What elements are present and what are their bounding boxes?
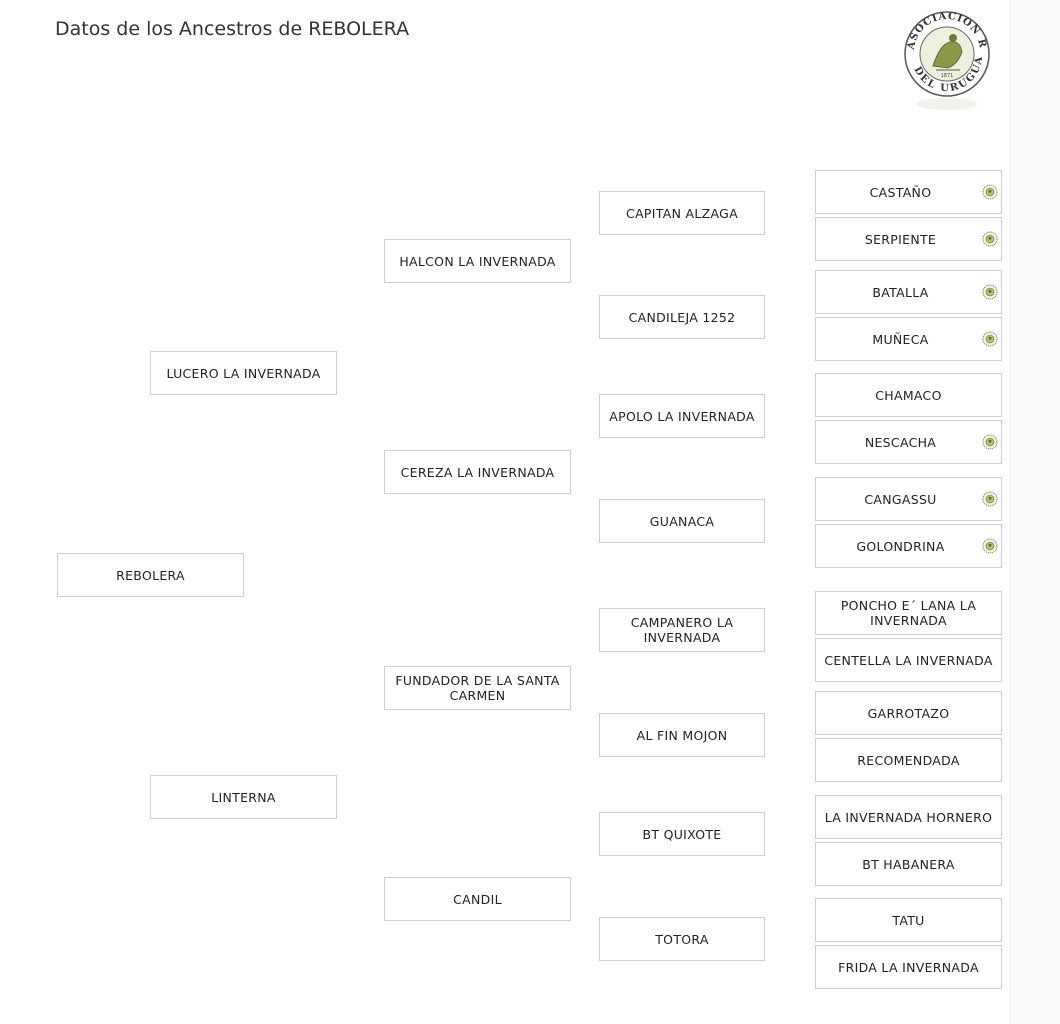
- ancestor-name: RECOMENDADA: [857, 752, 960, 768]
- great-great-grandparent-box[interactable]: CASTAÑO: [815, 170, 1002, 214]
- parent-box[interactable]: LINTERNA: [150, 775, 337, 819]
- ancestor-name: NESCACHA: [864, 434, 937, 450]
- ancestor-name: BT HABANERA: [862, 856, 955, 872]
- ancestor-name: AL FIN MOJON: [636, 727, 728, 743]
- ancestor-name: SERPIENTE: [864, 231, 937, 247]
- aru-seal-icon: [982, 434, 998, 450]
- ancestor-name: TATU: [892, 912, 925, 928]
- great-great-grandparent-box[interactable]: TATU: [815, 898, 1002, 942]
- great-grandparent-box[interactable]: GUANACA: [599, 499, 765, 543]
- ancestor-name: HALCON LA INVERNADA: [399, 253, 556, 269]
- great-great-grandparent-box[interactable]: SERPIENTE: [815, 217, 1002, 261]
- great-great-grandparent-box[interactable]: GOLONDRINA: [815, 524, 1002, 568]
- great-great-grandparent-box[interactable]: CENTELLA LA INVERNADA: [815, 638, 1002, 682]
- great-great-grandparent-box[interactable]: NESCACHA: [815, 420, 1002, 464]
- ancestor-name: GUANACA: [649, 513, 715, 529]
- aru-seal-icon: [982, 491, 998, 507]
- great-grandparent-box[interactable]: CANDILEJA 1252: [599, 295, 765, 339]
- ancestor-name: MUÑECA: [872, 331, 929, 347]
- great-great-grandparent-box[interactable]: BATALLA: [815, 270, 1002, 314]
- ancestor-name: FRIDA LA INVERNADA: [838, 959, 979, 975]
- great-grandparent-box[interactable]: AL FIN MOJON: [599, 713, 765, 757]
- great-grandparent-box[interactable]: CAMPANERO LA INVERNADA: [599, 608, 765, 652]
- aru-seal-icon: [982, 184, 998, 200]
- great-grandparent-box[interactable]: TOTORA: [599, 917, 765, 961]
- great-grandparent-box[interactable]: APOLO LA INVERNADA: [599, 394, 765, 438]
- parent-box[interactable]: LUCERO LA INVERNADA: [150, 351, 337, 395]
- grandparent-box[interactable]: HALCON LA INVERNADA: [384, 239, 571, 283]
- great-great-grandparent-box[interactable]: FRIDA LA INVERNADA: [815, 945, 1002, 989]
- aru-seal-icon: [982, 284, 998, 300]
- ancestor-name: LA INVERNADA HORNERO: [824, 809, 993, 825]
- aru-seal-icon: [982, 331, 998, 347]
- great-great-grandparent-box[interactable]: PONCHO E´ LANA LA INVERNADA: [815, 591, 1002, 635]
- great-great-grandparent-box[interactable]: LA INVERNADA HORNERO: [815, 795, 1002, 839]
- ancestor-name: PONCHO E´ LANA LA INVERNADA: [840, 598, 977, 628]
- great-grandparent-box[interactable]: BT QUIXOTE: [599, 812, 765, 856]
- ancestor-name: CANGASSU: [864, 491, 937, 507]
- ancestor-name: GARROTAZO: [867, 705, 950, 721]
- ancestor-name: CEREZA LA INVERNADA: [400, 464, 555, 480]
- great-great-grandparent-box[interactable]: CANGASSU: [815, 477, 1002, 521]
- great-great-grandparent-box[interactable]: CHAMACO: [815, 373, 1002, 417]
- ancestor-name: REBOLERA: [116, 567, 185, 583]
- ancestor-name: CAMPANERO LA INVERNADA: [630, 615, 734, 645]
- great-great-grandparent-box[interactable]: MUÑECA: [815, 317, 1002, 361]
- ancestor-name: CANDILEJA 1252: [628, 309, 736, 325]
- great-grandparent-box[interactable]: CAPITAN ALZAGA: [599, 191, 765, 235]
- svg-text:1871: 1871: [941, 73, 954, 79]
- ancestor-name: APOLO LA INVERNADA: [609, 408, 755, 424]
- animal-box[interactable]: REBOLERA: [57, 553, 244, 597]
- great-great-grandparent-box[interactable]: BT HABANERA: [815, 842, 1002, 886]
- ancestor-name: CHAMACO: [875, 387, 942, 403]
- ancestor-name: CENTELLA LA INVERNADA: [824, 652, 993, 668]
- aru-seal-icon: [982, 538, 998, 554]
- aru-seal-icon: [982, 231, 998, 247]
- right-gutter: [1010, 0, 1060, 1024]
- ancestor-name: FUNDADOR DE LA SANTA CARMEN: [395, 673, 560, 703]
- ancestor-name: GOLONDRINA: [856, 538, 945, 554]
- ancestor-name: LUCERO LA INVERNADA: [166, 365, 321, 381]
- ancestor-name: CAPITAN ALZAGA: [626, 205, 738, 221]
- grandparent-box[interactable]: CEREZA LA INVERNADA: [384, 450, 571, 494]
- grandparent-box[interactable]: CANDIL: [384, 877, 571, 921]
- page-title: Datos de los Ancestros de REBOLERA: [55, 18, 410, 40]
- ancestor-name: BATALLA: [872, 284, 929, 300]
- great-great-grandparent-box[interactable]: GARROTAZO: [815, 691, 1002, 735]
- ancestor-name: CASTAÑO: [869, 184, 932, 200]
- ancestor-name: TOTORA: [655, 931, 709, 947]
- great-great-grandparent-box[interactable]: RECOMENDADA: [815, 738, 1002, 782]
- ancestor-name: LINTERNA: [211, 789, 276, 805]
- ancestor-name: CANDIL: [453, 891, 502, 907]
- grandparent-box[interactable]: FUNDADOR DE LA SANTA CARMEN: [384, 666, 571, 710]
- asociacion-rural-logo: ASOCIACION RURAL DEL URUGUAY 1871: [900, 4, 990, 110]
- ancestor-name: BT QUIXOTE: [642, 826, 722, 842]
